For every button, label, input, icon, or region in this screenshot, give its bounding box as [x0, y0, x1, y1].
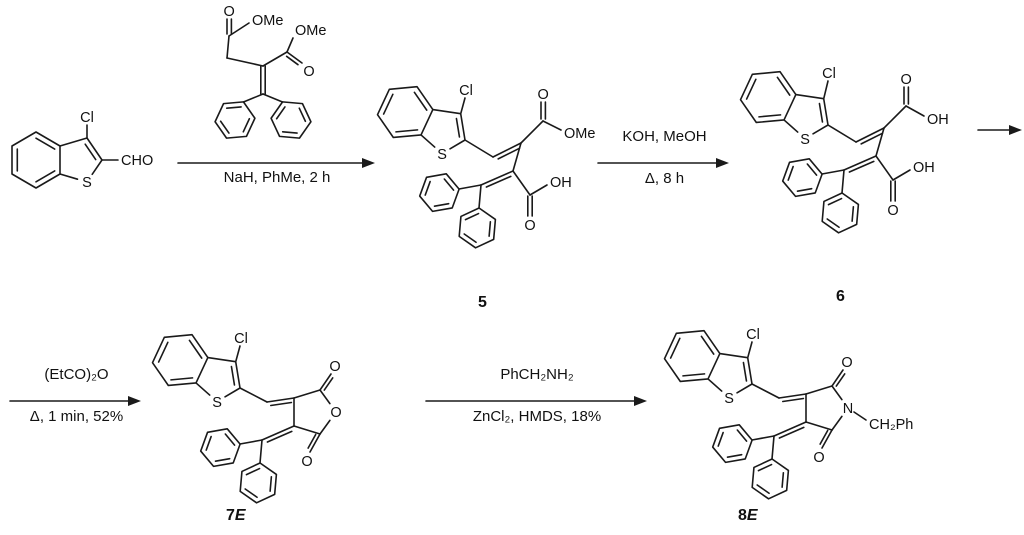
benzyl-label: CH₂Ph — [869, 417, 913, 433]
sulfur-label: S — [82, 175, 92, 191]
compound-label-6: 6 — [836, 288, 845, 306]
hydroxyl-label: OH — [550, 175, 572, 191]
step4-conditions-below: ZnCl₂, HMDS, 18% — [472, 408, 602, 425]
sulfur-label: S — [437, 147, 447, 163]
chlorine-label: Cl — [459, 83, 473, 99]
chlorine-label: Cl — [746, 327, 760, 343]
phenyl-ring — [750, 456, 791, 502]
hydroxyl-label: OH — [913, 160, 935, 176]
phenyl-ring — [266, 93, 316, 147]
chlorine-label: Cl — [80, 110, 94, 126]
phenyl-ring — [778, 156, 826, 199]
compound-number: 6 — [836, 288, 845, 305]
oxygen-label: O — [301, 454, 312, 470]
phenyl-ring — [457, 205, 498, 251]
oxygen-label: O — [887, 203, 898, 219]
structure-start-material: Cl S CHO — [11, 110, 153, 191]
oxygen-label: O — [303, 64, 314, 80]
chlorine-label: Cl — [234, 331, 248, 347]
compound-number: 7 — [226, 507, 235, 524]
structure-compound-7e: Cl S O O O — [145, 323, 342, 506]
oxygen-label: O — [538, 87, 549, 103]
hydroxyl-label: OH — [927, 112, 949, 128]
compound-suffix: E — [746, 507, 758, 524]
step3-conditions-above: (EtCO)₂O — [44, 366, 109, 383]
phenyl-ring — [238, 460, 279, 506]
sulfur-label: S — [212, 395, 222, 411]
structure-compound-8e: Cl S O O N CH₂Ph — [657, 319, 913, 502]
phenyl-ring — [210, 93, 260, 147]
compound-label-8e: 8E — [738, 507, 758, 525]
bond-skeleton — [86, 124, 119, 161]
oxygen-label: O — [224, 4, 235, 20]
oxygen-label: O — [901, 72, 912, 88]
oxygen-label: O — [524, 218, 535, 234]
aldehyde-label: CHO — [121, 153, 153, 169]
reaction-arrow-step1 — [177, 158, 375, 168]
bond-skeleton — [746, 341, 867, 460]
structure-reagent-diester: O OMe OMe O — [210, 4, 326, 147]
step3-conditions-below: Δ, 1 min, 52% — [29, 408, 124, 425]
compound-number: 8 — [738, 507, 747, 524]
step4-conditions-above: PhCH₂NH₂ — [500, 366, 574, 383]
bond-skeleton — [226, 18, 303, 103]
step2-conditions-below: Δ, 8 h — [644, 170, 685, 187]
reaction-arrow-step2 — [597, 158, 729, 168]
step1-conditions-below: NaH, PhMe, 2 h — [223, 169, 331, 186]
methoxy-label: OMe — [564, 126, 595, 142]
compound-suffix: E — [234, 507, 246, 524]
chlorine-label: Cl — [822, 66, 836, 82]
phenyl-ring — [196, 426, 244, 469]
structure-compound-5: Cl S O OMe OH O — [370, 75, 595, 251]
sulfur-label: S — [800, 132, 810, 148]
reaction-arrow-step3 — [9, 396, 141, 406]
phenyl-ring — [415, 171, 463, 214]
bond-skeleton — [234, 345, 334, 464]
methoxy-label: OMe — [295, 23, 326, 39]
methoxy-label: OMe — [252, 13, 283, 29]
continuation-arrow — [977, 125, 1022, 135]
phenyl-ring — [820, 190, 861, 236]
bond-skeleton — [458, 97, 562, 217]
compound-number: 5 — [478, 294, 487, 311]
oxygen-label: O — [813, 450, 824, 466]
step2-conditions-above: KOH, MeOH — [622, 128, 707, 145]
bond-skeleton — [821, 80, 925, 202]
nitrogen-label: N — [843, 401, 853, 417]
sulfur-label: S — [724, 391, 734, 407]
compound-label-5: 5 — [478, 294, 487, 312]
phenyl-ring — [708, 422, 756, 465]
oxygen-label: O — [841, 355, 852, 371]
ring-oxygen-label: O — [330, 405, 341, 421]
compound-label-7e: 7E — [226, 507, 246, 525]
structure-compound-6: Cl S O OH OH O — [733, 60, 949, 236]
oxygen-label: O — [329, 359, 340, 375]
reaction-arrow-step4 — [425, 396, 647, 406]
